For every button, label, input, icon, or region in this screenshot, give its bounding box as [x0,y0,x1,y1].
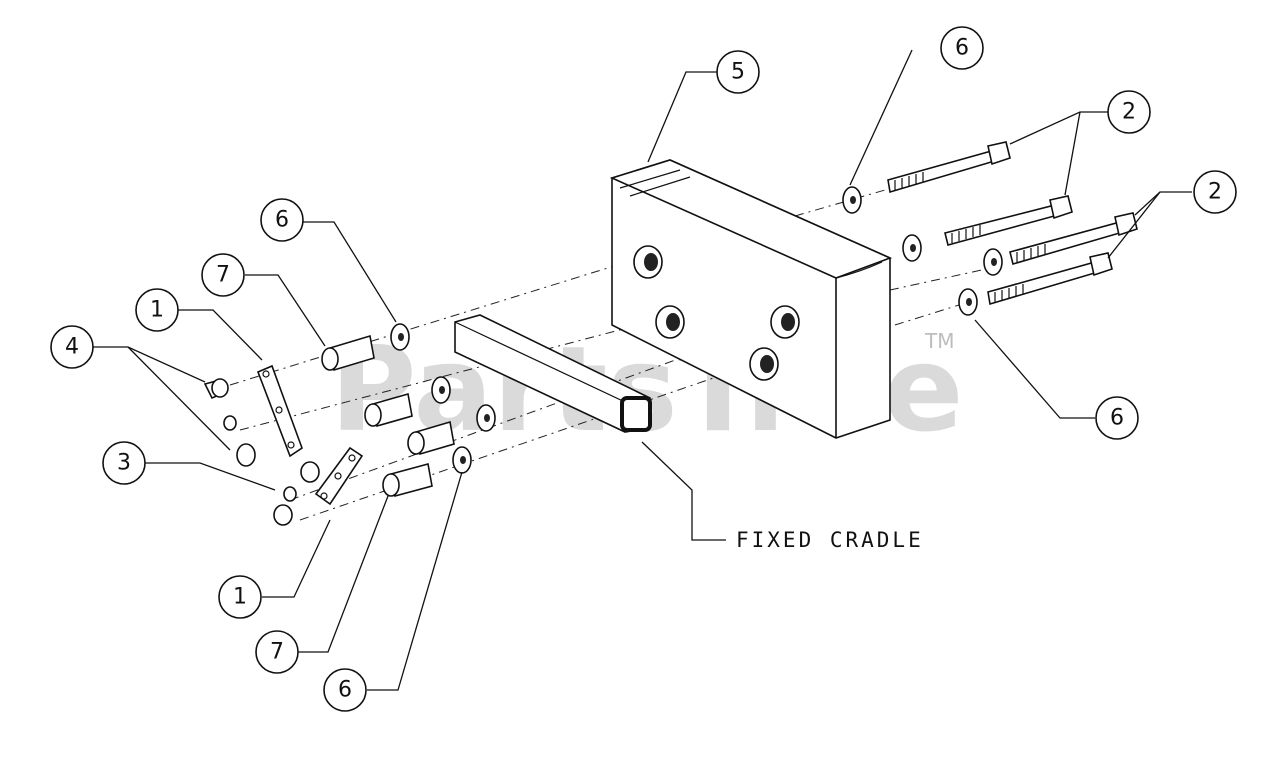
svg-text:3: 3 [117,451,131,476]
block-holes [633,245,800,381]
fasteners [203,378,320,526]
callouts: 6 5 2 2 6 6 7 1 4 3 1 7 6 [50,26,1237,712]
callout-6-right: 6 [1095,396,1139,440]
callout-6-bottom: 6 [323,668,367,712]
callout-1-bottom: 1 [218,575,262,619]
spacers [321,334,455,497]
bolts [887,141,1138,306]
svg-text:2: 2 [1208,180,1222,205]
svg-text:7: 7 [270,640,284,665]
svg-text:1: 1 [233,585,247,610]
svg-text:5: 5 [731,60,745,85]
svg-text:1: 1 [150,298,164,323]
washers [390,186,1003,474]
fixed-cradle-tube [454,314,652,433]
callout-7-top: 7 [201,253,245,297]
watermark-trademark: TM [924,329,954,353]
svg-text:6: 6 [1110,406,1124,431]
fixed-cradle-label: FIXED CRADLE [736,528,924,552]
callout-2-lower: 2 [1193,170,1237,214]
callout-5: 5 [716,50,760,94]
callout-7-bottom: 7 [255,630,299,674]
bolt-2 [944,195,1073,246]
plates [256,364,364,506]
svg-text:6: 6 [338,678,352,703]
callout-2-upper: 2 [1107,90,1151,134]
bolt-4 [987,252,1113,306]
callout-6-left-top: 6 [260,198,304,242]
leader-lines [82,49,1192,691]
svg-text:6: 6 [955,36,969,61]
callout-6-top: 6 [940,26,984,70]
svg-text:7: 7 [216,263,230,288]
svg-text:4: 4 [65,335,79,360]
svg-text:2: 2 [1122,100,1136,125]
callout-3: 3 [102,441,146,485]
bolt-3 [1009,212,1138,266]
svg-text:6: 6 [275,208,289,233]
callout-1-top: 1 [135,288,179,332]
cradle-block [609,159,893,439]
callout-4: 4 [50,325,94,369]
bolt-1 [887,141,1011,194]
